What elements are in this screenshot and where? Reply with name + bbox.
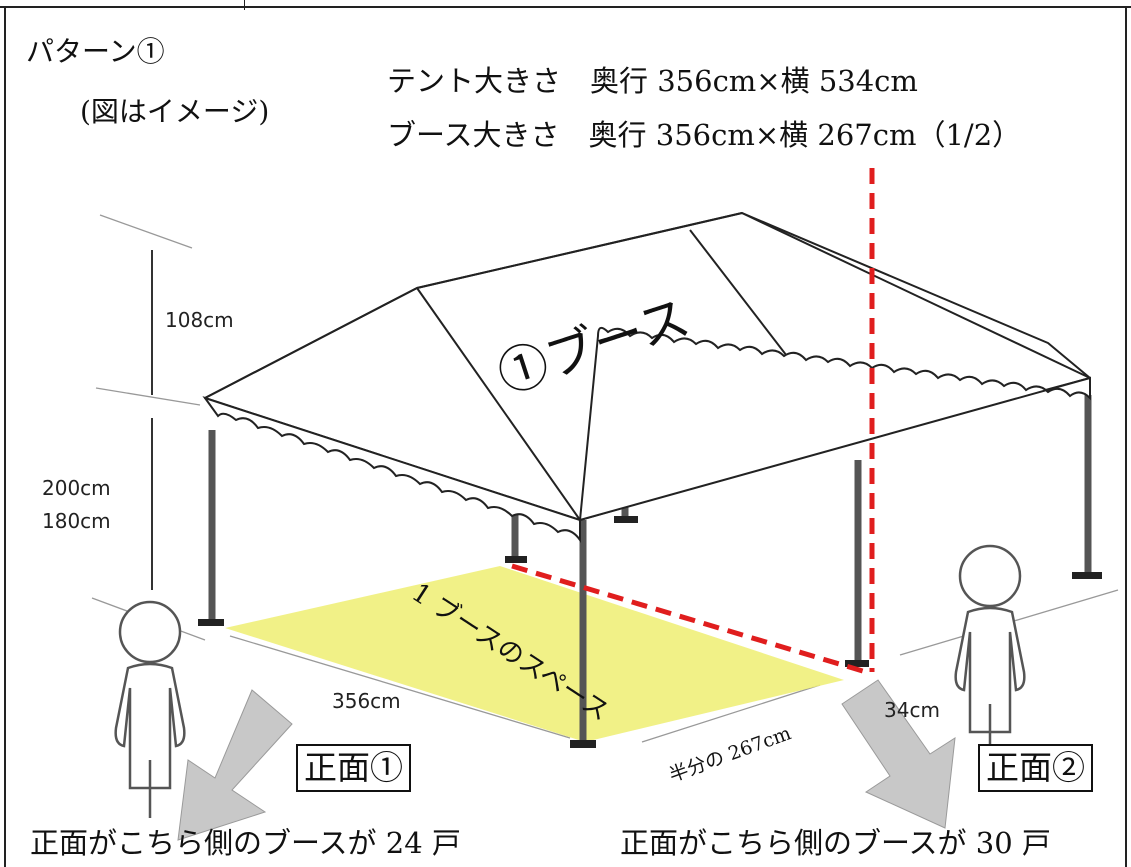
tent-size-spec: テント大きさ 奥行 356cm×横 534cm	[387, 64, 918, 98]
frame-top-border	[0, 6, 1131, 8]
frame-left-border	[4, 6, 6, 867]
footer-right-count: 正面がこちら側のブースが 30 戸	[620, 826, 1051, 860]
pattern-note: (図はイメージ)	[80, 95, 270, 128]
dim-half-width: 半分の 267cm	[666, 722, 794, 786]
person-right	[954, 544, 1026, 762]
booth-size-spec: ブース大きさ 奥行 356cm×横 267cm（1/2）	[387, 118, 1022, 152]
front-2-label: 正面②	[978, 744, 1093, 792]
frame-divider	[244, 0, 245, 10]
booth-floor-highlight	[225, 566, 844, 742]
front-1-label: 正面①	[296, 744, 411, 792]
dim-width-partial: 34cm	[884, 698, 940, 722]
frame-right-border	[1125, 6, 1127, 867]
dim-roof-height: 108cm	[165, 308, 234, 332]
pole-feet	[198, 516, 1102, 748]
footer-left-count: 正面がこちら側のブースが 24 戸	[30, 826, 461, 860]
tent-valance	[202, 326, 1091, 544]
dim-depth: 356cm	[332, 689, 401, 713]
tent-poles	[208, 395, 1092, 744]
arrow-front-1	[177, 689, 293, 841]
dim-eave-height-1: 200cm	[42, 476, 111, 500]
pattern-title: パターン①	[26, 35, 165, 68]
booth-divider-lines	[511, 168, 875, 675]
person-left	[114, 600, 186, 818]
arrow-front-2	[841, 679, 956, 829]
dim-eave-height-2: 180cm	[42, 509, 111, 533]
